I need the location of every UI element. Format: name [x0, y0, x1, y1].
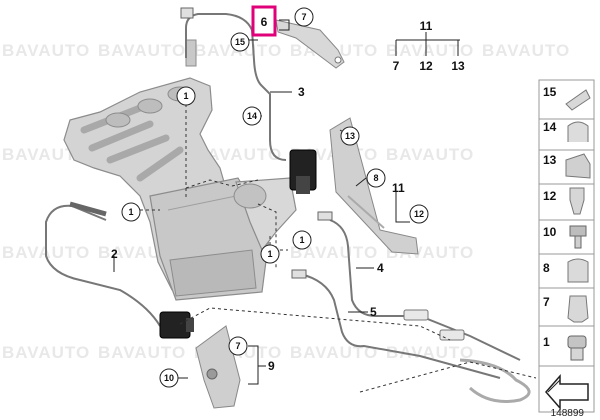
watermark-text: BAVAUTO [386, 145, 474, 164]
circled-callout-13[interactable]: 13 [340, 126, 360, 146]
group-top-label: 11 [420, 19, 433, 33]
watermark-text: BAVAUTO [386, 343, 474, 362]
callout-5[interactable]: 5 [370, 305, 377, 319]
watermark-text: BAVAUTO [98, 343, 186, 362]
callout-label: 1 [183, 91, 188, 101]
callout-label: 1 [299, 235, 304, 245]
circled-callout-15[interactable]: 15 [230, 32, 250, 52]
callout-label: 10 [164, 373, 174, 383]
exhaust-manifold-illustration [63, 39, 297, 301]
callout-9[interactable]: 9 [268, 359, 275, 373]
highlight-box [251, 5, 277, 37]
circled-callout-8[interactable]: 8 [366, 168, 386, 188]
side-part-label: 15 [543, 85, 557, 99]
watermark-text: BAVAUTO [290, 243, 378, 262]
circled-callout-7-top[interactable]: 7 [294, 7, 314, 27]
callout-label: 1 [267, 249, 272, 259]
side-parts-panel: 15 14 13 12 10 8 7 1 [538, 79, 595, 413]
side-part-label: 13 [543, 153, 557, 167]
watermark-text: BAVAUTO [290, 343, 378, 362]
watermark-text: BAVAUTO [386, 41, 474, 60]
callout-11[interactable]: 11 [392, 181, 405, 195]
diagram-reference-number: 148899 [551, 408, 585, 419]
side-part-label: 10 [543, 225, 557, 239]
callout-label: 13 [345, 131, 355, 141]
side-part-14[interactable]: 14 [543, 120, 589, 142]
side-part-12[interactable]: 12 [543, 187, 585, 215]
circled-callout-1-left[interactable]: 1 [121, 202, 141, 222]
callout-label: 1 [128, 207, 133, 217]
group-left-label: 7 [393, 59, 400, 73]
watermark-text: BAVAUTO [2, 41, 90, 60]
callout-3[interactable]: 3 [298, 85, 305, 99]
watermark-text: BAVAUTO [2, 343, 90, 362]
watermark-text: BAVAUTO [98, 41, 186, 60]
circled-callout-1-right[interactable]: 1 [292, 230, 312, 250]
side-part-7[interactable]: 7 [543, 295, 589, 323]
callout-label: 8 [373, 173, 378, 183]
circled-callout-7-bottom[interactable]: 7 [228, 336, 248, 356]
group-mid-label: 12 [419, 59, 433, 73]
side-part-label: 1 [543, 335, 550, 349]
side-part-15[interactable]: 15 [543, 85, 591, 111]
oxygen-sensor-top [180, 7, 317, 194]
group-legend: 11 7 12 13 [393, 19, 465, 73]
side-part-10[interactable]: 10 [543, 225, 587, 249]
side-part-label: 14 [543, 120, 557, 134]
bracket-top [275, 19, 345, 69]
callout-label: 6 [261, 15, 268, 29]
watermark-text: BAVAUTO [194, 145, 282, 164]
callout-2[interactable]: 2 [111, 247, 118, 261]
callout-label: 15 [235, 37, 245, 47]
circled-callout-10[interactable]: 10 [159, 368, 179, 388]
side-part-label: 12 [543, 189, 557, 203]
oxygen-sensor-right [291, 211, 531, 403]
circled-callout-14[interactable]: 14 [242, 106, 262, 126]
callout-label: 7 [301, 12, 306, 22]
callout-label: 12 [414, 209, 424, 219]
oxygen-sensor-lower-left [45, 201, 194, 339]
watermark-text: BAVAUTO [482, 41, 570, 60]
circled-callout-12[interactable]: 12 [409, 204, 429, 224]
callout-label: 7 [235, 341, 240, 351]
side-part-label: 8 [543, 261, 550, 275]
panel-arrow-icon [545, 374, 589, 410]
watermark-text: BAVAUTO [2, 145, 90, 164]
side-part-label: 7 [543, 295, 550, 309]
side-part-13[interactable]: 13 [543, 153, 591, 179]
circled-callout-1-manifold[interactable]: 1 [176, 86, 196, 106]
callout-4[interactable]: 4 [377, 261, 384, 275]
side-part-1[interactable]: 1 [543, 335, 587, 361]
circled-callout-1-center[interactable]: 1 [260, 244, 280, 264]
group-right-label: 13 [451, 59, 465, 73]
callout-6-highlight[interactable]: 6 [251, 5, 277, 37]
callout-label: 14 [247, 111, 257, 121]
side-part-8[interactable]: 8 [543, 258, 589, 283]
